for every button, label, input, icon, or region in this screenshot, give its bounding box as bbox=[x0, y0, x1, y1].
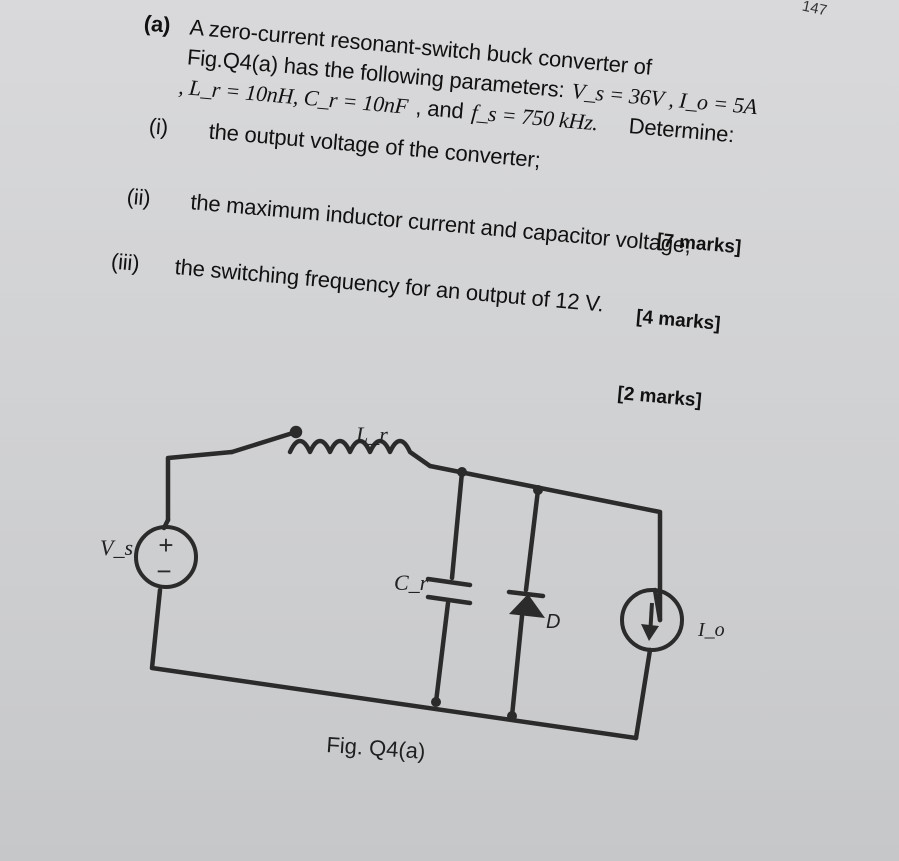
current-source-lead-bottom bbox=[633, 647, 653, 741]
wire-left-top bbox=[165, 449, 235, 523]
capacitor-plate-bottom bbox=[425, 594, 473, 606]
plus-sign: + bbox=[158, 530, 173, 560]
diode-lead-top bbox=[523, 487, 541, 593]
voltage-source-circle bbox=[134, 525, 198, 589]
inductor-label: L_r bbox=[355, 422, 388, 447]
source-label: V_s bbox=[100, 535, 133, 560]
capacitor-plate-top bbox=[425, 576, 473, 588]
minus-sign: − bbox=[156, 556, 171, 586]
figure-caption: Fig. Q4(a) bbox=[326, 732, 427, 764]
capacitor-lead-top bbox=[449, 469, 465, 581]
current-arrow-head bbox=[641, 624, 659, 641]
diode-lead-bottom bbox=[509, 613, 525, 719]
capacitor-label: C_r bbox=[394, 570, 429, 595]
wire-top-rail bbox=[427, 463, 663, 623]
diode-triangle bbox=[509, 594, 545, 618]
diode-bar bbox=[506, 589, 546, 599]
switch bbox=[229, 429, 299, 455]
wire-bottom-rail bbox=[149, 587, 639, 741]
inductor-coil bbox=[287, 438, 433, 469]
diode-label: D bbox=[546, 611, 560, 633]
current-source-label: I_o bbox=[697, 619, 725, 641]
capacitor-lead-bottom bbox=[433, 600, 451, 705]
current-source-circle bbox=[620, 588, 684, 652]
